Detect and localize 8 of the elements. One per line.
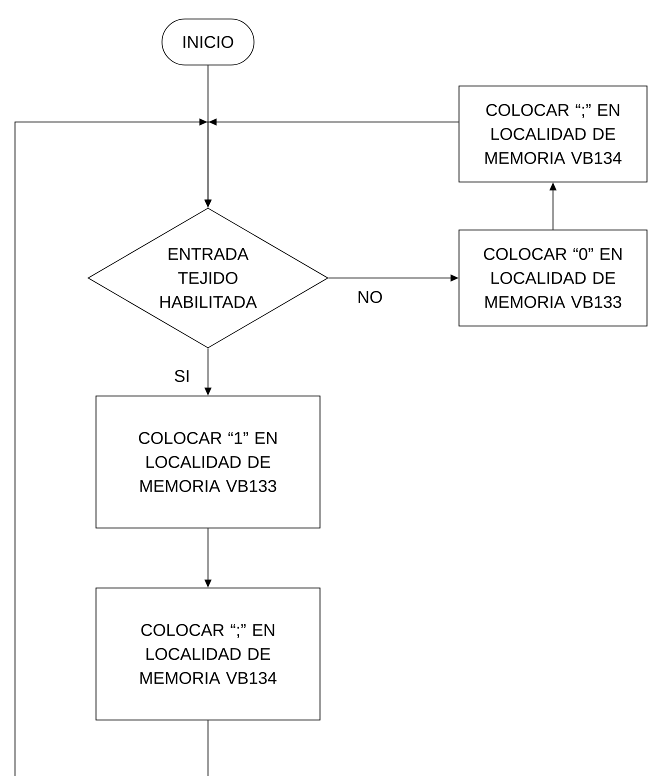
edge-label: SI <box>172 368 192 384</box>
arrow <box>14 118 212 776</box>
start-terminal: INICIO <box>162 18 254 66</box>
process-box: COLOCAR “;” EN LOCALIDAD DE MEMORIA VB134 <box>458 86 648 182</box>
process-box: COLOCAR “0” EN LOCALIDAD DE MEMORIA VB133 <box>458 230 648 326</box>
process-box: COLOCAR “;” EN LOCALIDAD DE MEMORIA VB134 <box>96 588 320 720</box>
process-box: COLOCAR “1” EN LOCALIDAD DE MEMORIA VB133 <box>96 396 320 528</box>
edge-label: NO <box>356 290 384 304</box>
